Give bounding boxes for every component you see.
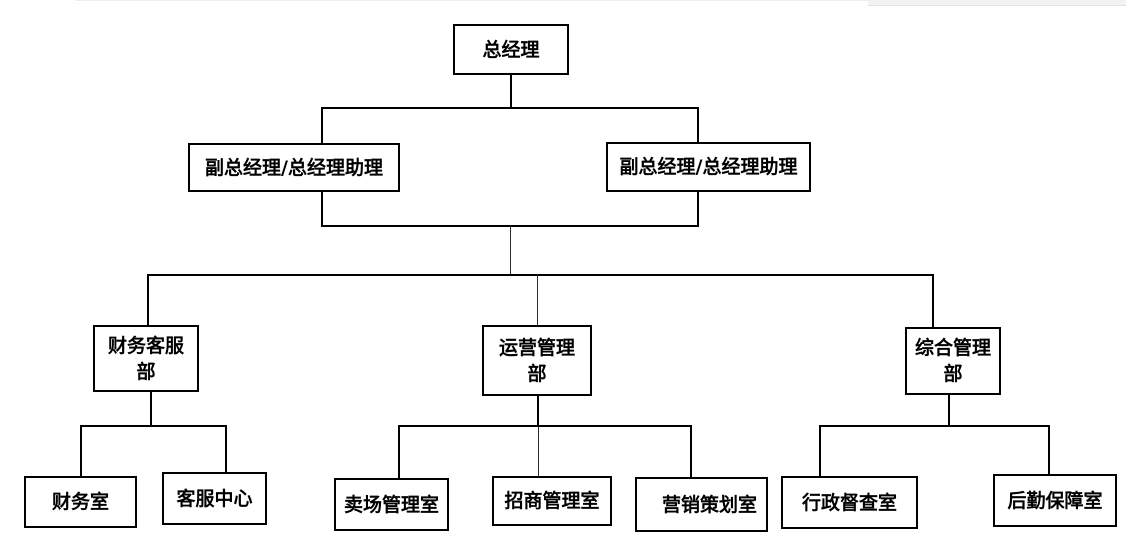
node-label: 财务室 — [51, 491, 109, 513]
node-marketing-planning-office: 营销策划室 — [635, 477, 768, 532]
connector-l3-bus — [147, 274, 934, 276]
node-label: 营销策划室 — [661, 493, 757, 516]
connector-deputy-left-down — [321, 192, 323, 226]
connector-dept-general-drop — [932, 274, 934, 327]
node-dept-general-management: 综合管理 部 — [905, 327, 1001, 395]
connector-deputy-right-down — [697, 192, 699, 226]
connector-finance-office-drop — [80, 425, 82, 476]
node-label-line2: 部 — [943, 363, 963, 385]
node-label: 招商管理室 — [504, 490, 600, 512]
connector-deputy-right-drop — [697, 107, 699, 143]
connector-gm-down — [510, 75, 512, 108]
connector-center-down — [510, 226, 511, 275]
node-label: 副总经理/总经理助理 — [205, 156, 383, 179]
node-label: 行政督查室 — [801, 491, 897, 514]
node-merchant-management-office: 招商管理室 — [492, 476, 612, 526]
connector-customer-center-drop — [225, 425, 227, 472]
connector-dept-general-down — [948, 395, 950, 426]
node-label: 卖场管理室 — [343, 493, 439, 516]
connector-dept-operations-down — [537, 396, 539, 427]
node-logistics-support-office: 后勤保障室 — [993, 474, 1117, 527]
node-deputy-gm-left: 副总经理/总经理助理 — [188, 143, 400, 192]
connector-dept-finance-drop — [147, 274, 149, 325]
node-general-manager: 总经理 — [453, 24, 569, 75]
connector-store-office-drop — [398, 425, 400, 478]
node-dept-operations-management: 运营管理 部 — [482, 325, 592, 396]
connector-dept-operations-drop — [537, 274, 538, 325]
connector-admin-office-drop — [819, 425, 821, 476]
node-finance-office: 财务室 — [24, 476, 137, 528]
node-label: 副总经理/总经理助理 — [619, 156, 798, 178]
connector-dept-finance-down — [150, 392, 152, 427]
node-store-management-office: 卖场管理室 — [334, 478, 449, 531]
node-dept-finance-customer-service: 财务客服 部 — [93, 325, 199, 392]
node-deputy-gm-right: 副总经理/总经理助理 — [606, 142, 811, 192]
connector-general-bus — [819, 425, 1050, 427]
connector-finance-bus — [80, 425, 227, 427]
connector-marketing-office-drop — [690, 425, 692, 479]
node-label: 后勤保障室 — [1007, 489, 1103, 512]
node-admin-supervision-office: 行政督查室 — [781, 476, 918, 529]
node-label: 客服中心 — [176, 487, 253, 510]
top-edge-strip — [868, 0, 1126, 6]
connector-operations-bus — [398, 425, 692, 427]
node-label-line2: 部 — [527, 362, 547, 385]
connector-deputy-left-drop — [321, 107, 323, 143]
node-label: 总经理 — [482, 38, 540, 61]
top-edge-line — [75, 0, 1126, 1]
node-label-line1: 综合管理 — [914, 337, 991, 359]
connector-merchant-office-drop — [538, 427, 539, 476]
node-label-line1: 运营管理 — [498, 336, 575, 359]
connector-logistics-office-drop — [1048, 425, 1050, 474]
node-label-line1: 财务客服 — [107, 334, 184, 357]
connector-l2-bus — [321, 107, 699, 109]
node-customer-service-center: 客服中心 — [162, 472, 267, 525]
node-label-line2: 部 — [136, 360, 156, 383]
